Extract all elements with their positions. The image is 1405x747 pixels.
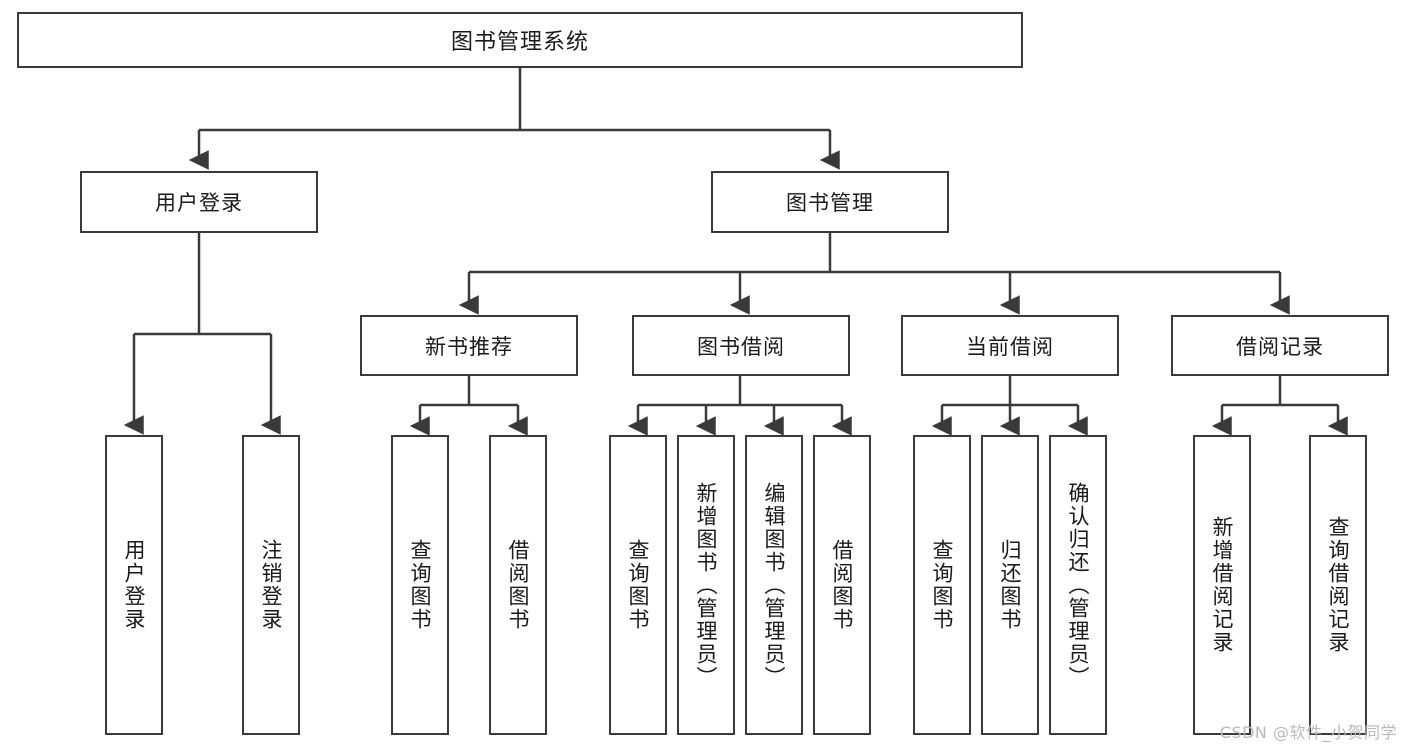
node-label: 图书管理 — [786, 191, 874, 215]
leaf-current-borrow-confirm-return[interactable]: 确认归还（管理员） — [1049, 435, 1107, 735]
leaf-new-book-query[interactable]: 查询图书 — [391, 435, 449, 735]
node-current-borrow[interactable]: 当前借阅 — [901, 315, 1119, 376]
node-label: 用户登录 — [122, 539, 147, 631]
leaf-current-borrow-query[interactable]: 查询图书 — [913, 435, 971, 735]
node-label: 编辑图书（管理员） — [762, 481, 787, 689]
leaf-book-borrow-add[interactable]: 新增图书（管理员） — [677, 435, 735, 735]
leaf-book-borrow-query[interactable]: 查询图书 — [609, 435, 667, 735]
leaf-book-borrow-edit[interactable]: 编辑图书（管理员） — [745, 435, 803, 735]
node-root-system[interactable]: 图书管理系统 — [17, 12, 1023, 68]
node-book-borrow[interactable]: 图书借阅 — [632, 315, 850, 376]
node-label: 归还图书 — [998, 539, 1023, 631]
node-label: 借阅图书 — [506, 539, 531, 631]
node-label: 新书推荐 — [425, 334, 513, 359]
node-label: 新增借阅记录 — [1210, 516, 1235, 654]
node-book-management[interactable]: 图书管理 — [711, 171, 949, 233]
node-label: 查询图书 — [408, 539, 433, 631]
node-label: 查询图书 — [930, 539, 955, 631]
node-label: 注销登录 — [259, 539, 284, 631]
node-new-book-recommend[interactable]: 新书推荐 — [360, 315, 578, 376]
node-label: 查询图书 — [626, 539, 651, 631]
node-label: 图书管理系统 — [450, 30, 589, 55]
leaf-user-login-login[interactable]: 用户登录 — [105, 435, 163, 735]
leaf-user-login-logout[interactable]: 注销登录 — [242, 435, 300, 735]
node-user-login[interactable]: 用户登录 — [80, 171, 318, 233]
node-label: 新增图书（管理员） — [694, 481, 719, 689]
leaf-borrow-record-query[interactable]: 查询借阅记录 — [1309, 435, 1367, 735]
node-label: 查询借阅记录 — [1326, 516, 1351, 654]
leaf-borrow-record-add[interactable]: 新增借阅记录 — [1193, 435, 1251, 735]
node-label: 当前借阅 — [966, 334, 1054, 359]
node-label: 借阅记录 — [1236, 334, 1324, 359]
leaf-book-borrow-borrow[interactable]: 借阅图书 — [813, 435, 871, 735]
node-label: 图书借阅 — [697, 334, 785, 359]
node-borrow-record[interactable]: 借阅记录 — [1171, 315, 1389, 376]
leaf-current-borrow-return[interactable]: 归还图书 — [981, 435, 1039, 735]
node-label: 确认归还（管理员） — [1066, 481, 1091, 689]
node-label: 借阅图书 — [830, 539, 855, 631]
node-label: 用户登录 — [155, 191, 243, 215]
leaf-new-book-borrow[interactable]: 借阅图书 — [489, 435, 547, 735]
